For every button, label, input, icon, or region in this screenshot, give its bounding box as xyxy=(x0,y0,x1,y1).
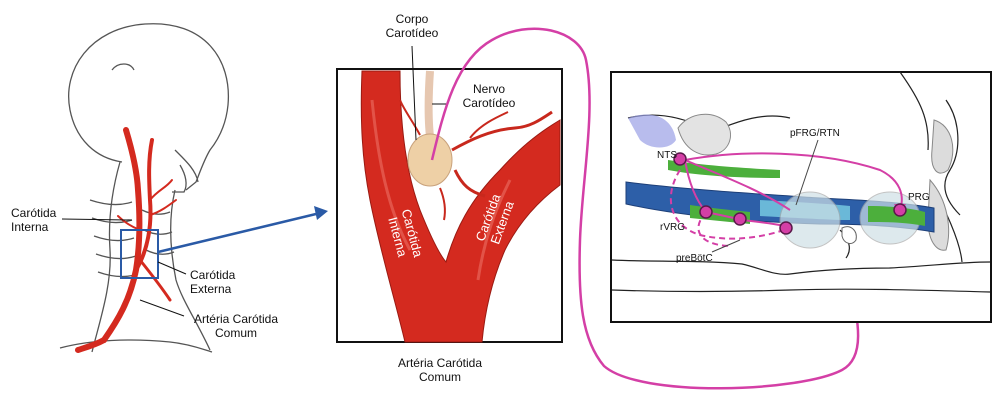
label-arteria-carotida-comum-middle: Artéria Carótida Comum xyxy=(382,356,498,384)
label-pfrg-rtn: pFRG/RTN xyxy=(790,128,840,140)
skull-neck-illustration xyxy=(60,24,228,352)
label-nervo-carotideo: Nervo Carotídeo xyxy=(446,82,532,110)
label-nervo-line2: Carotídeo xyxy=(446,96,532,110)
label-nervo-line1: Nervo xyxy=(446,82,532,96)
label-rvrg: rVRG xyxy=(660,222,685,234)
label-carotida-interna: Carótida Interna xyxy=(11,206,56,234)
label-corpo-line2: Carotídeo xyxy=(370,26,454,40)
label-corpo-line1: Corpo xyxy=(370,12,454,26)
pointer-arrow-head xyxy=(314,206,328,220)
label-carotida-externa-line2: Externa xyxy=(190,282,235,296)
label-corpo-carotideo: Corpo Carotídeo xyxy=(370,12,454,40)
label-arteria-comum-left-line1: Artéria Carótida xyxy=(184,312,288,326)
carotid-body xyxy=(408,134,452,186)
label-arteria-carotida-comum-left: Artéria Carótida Comum xyxy=(184,312,288,340)
label-nts: NTS xyxy=(657,150,677,162)
label-arteria-comum-left-line2: Comum xyxy=(184,326,288,340)
label-arteria-comum-middle-line1: Artéria Carótida xyxy=(382,356,498,370)
leader-carotida-externa xyxy=(158,262,186,274)
label-carotida-interna-line2: Interna xyxy=(11,220,56,234)
node-prg xyxy=(894,204,906,216)
label-prebotc: preBötC xyxy=(676,253,713,265)
node-prebotc xyxy=(734,213,746,225)
label-prg: PRG xyxy=(908,192,930,204)
pointer-arrow xyxy=(158,214,316,252)
label-arteria-comum-middle-line2: Comum xyxy=(382,370,498,384)
label-carotida-externa: Carótida Externa xyxy=(190,268,235,296)
label-carotida-interna-line1: Carótida xyxy=(11,206,56,220)
pfrg-region xyxy=(780,192,840,248)
leader-arteria-comum xyxy=(140,300,184,316)
label-carotida-externa-line1: Carótida xyxy=(190,268,235,282)
node-rvrg xyxy=(700,206,712,218)
node-pfrg xyxy=(780,222,792,234)
